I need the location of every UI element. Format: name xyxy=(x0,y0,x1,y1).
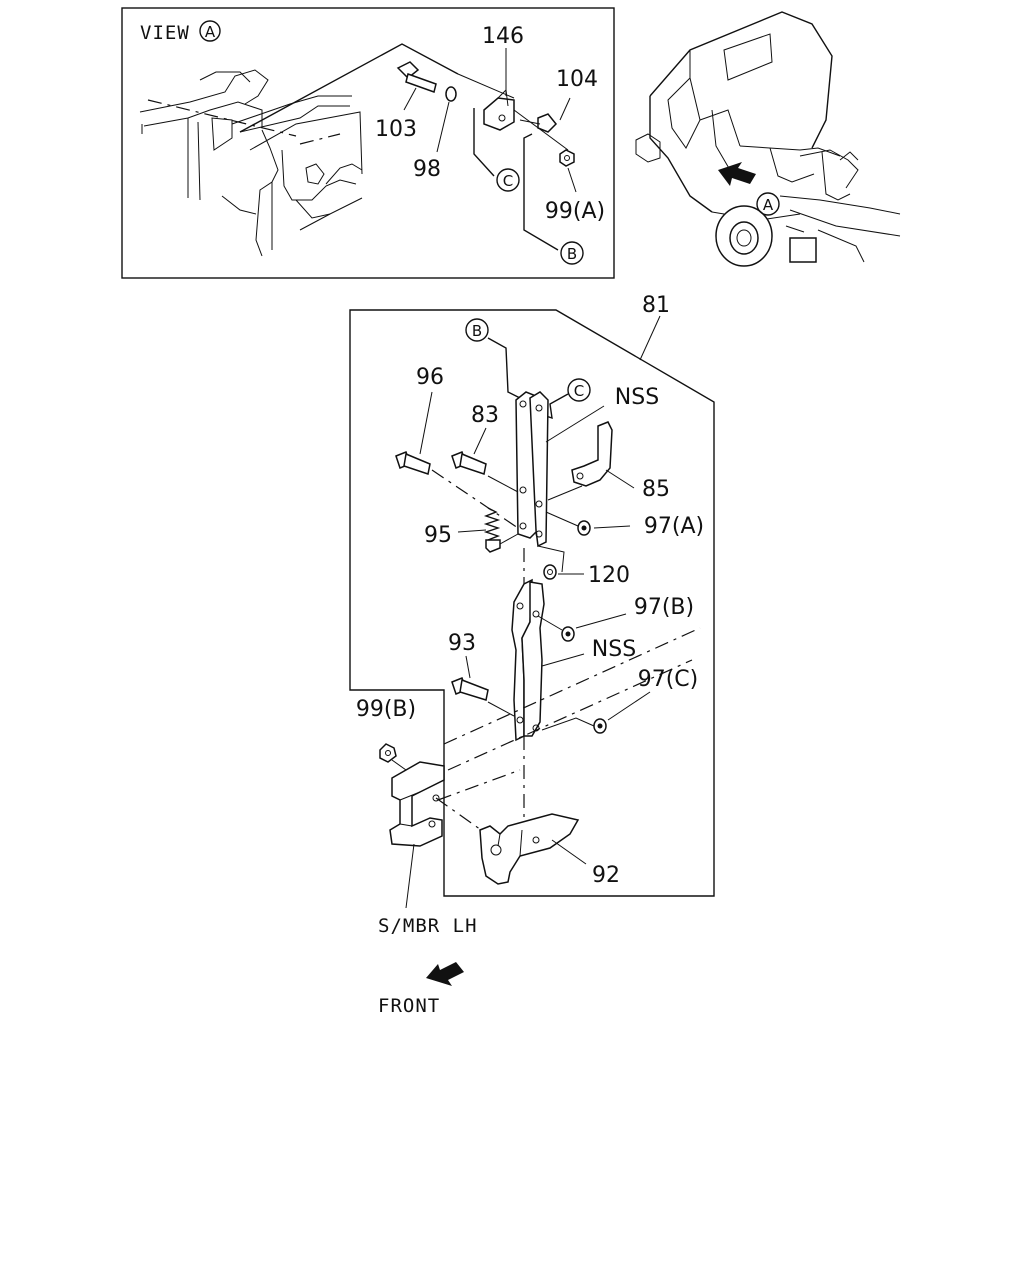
assembly-81-boundary xyxy=(349,309,715,897)
svg-text:A: A xyxy=(763,196,774,214)
part-97b-washer xyxy=(537,613,627,642)
view-direction-arrow-icon xyxy=(718,162,756,186)
part-103-bolt xyxy=(396,61,437,111)
label-81: 81 xyxy=(642,293,670,318)
main-assembly: 81 B C NSS xyxy=(349,293,715,897)
view-a-title: VIEW xyxy=(140,22,190,44)
frame-guide-line-2 xyxy=(447,659,693,771)
svg-text:B: B xyxy=(567,245,577,263)
label-99b: 99(B) xyxy=(356,697,416,722)
label-103: 103 xyxy=(375,117,417,142)
part-146-bracket xyxy=(483,48,515,131)
svg-text:B: B xyxy=(472,322,482,340)
label-93: 93 xyxy=(448,631,476,656)
frame-guide-line-1 xyxy=(443,627,701,745)
part-83-pin xyxy=(451,427,519,493)
part-98-washer xyxy=(436,86,457,153)
truck-orientation-sketch: A xyxy=(635,11,901,267)
leader-ref-b xyxy=(523,133,559,251)
part-99a-nut xyxy=(559,149,577,193)
svg-text:C: C xyxy=(503,172,513,190)
side-member-lh xyxy=(389,761,485,909)
part-96-pin xyxy=(395,391,519,529)
view-a-title-marker: A xyxy=(199,20,221,42)
leader-81 xyxy=(639,315,661,361)
label-95: 95 xyxy=(424,523,452,548)
label-104: 104 xyxy=(556,67,598,92)
label-97a: 97(A) xyxy=(644,514,704,539)
part-93-pin xyxy=(451,655,515,717)
ref-marker-c-main: C xyxy=(567,378,591,402)
part-120-washer xyxy=(537,545,584,580)
part-97a-washer xyxy=(545,511,631,536)
label-85: 85 xyxy=(642,477,670,502)
leader-ref-c xyxy=(473,108,495,177)
ref-marker-b-main: B xyxy=(465,318,489,342)
label-96: 96 xyxy=(416,365,444,390)
svg-text:C: C xyxy=(574,382,584,400)
label-nss-lower: NSS xyxy=(592,637,636,662)
front-arrow-icon xyxy=(426,962,464,986)
label-83: 83 xyxy=(471,403,499,428)
part-104-bolt xyxy=(519,97,571,133)
view-a-panel: VIEW A xyxy=(121,7,615,279)
truck-view-marker-a: A xyxy=(756,192,780,216)
label-front: FRONT xyxy=(378,995,440,1017)
label-side-member-lh: S/MBR LH xyxy=(378,915,478,937)
upper-link-plate xyxy=(515,391,605,548)
ref-marker-b-top: B xyxy=(560,241,584,265)
label-120: 120 xyxy=(588,563,630,588)
label-92: 92 xyxy=(592,863,620,888)
label-146: 146 xyxy=(482,24,524,49)
frame-guide-line-3 xyxy=(437,769,521,801)
chassis-bracket-sketch xyxy=(139,43,569,257)
view-a-frame xyxy=(121,7,615,279)
label-98: 98 xyxy=(413,157,441,182)
part-97c-washer xyxy=(541,691,651,734)
part-99b-nut xyxy=(379,743,407,771)
label-97b: 97(B) xyxy=(634,595,694,620)
ref-marker-c-top: C xyxy=(496,168,520,192)
svg-text:A: A xyxy=(205,23,216,41)
part-85-bracket xyxy=(547,421,635,501)
part-95-spring xyxy=(457,507,519,553)
label-99a: 99(A) xyxy=(545,199,605,224)
part-92-bracket xyxy=(479,813,587,885)
leader-ref-b-main xyxy=(487,337,521,399)
label-nss-upper: NSS xyxy=(615,385,659,410)
lower-link-plate xyxy=(511,578,585,742)
